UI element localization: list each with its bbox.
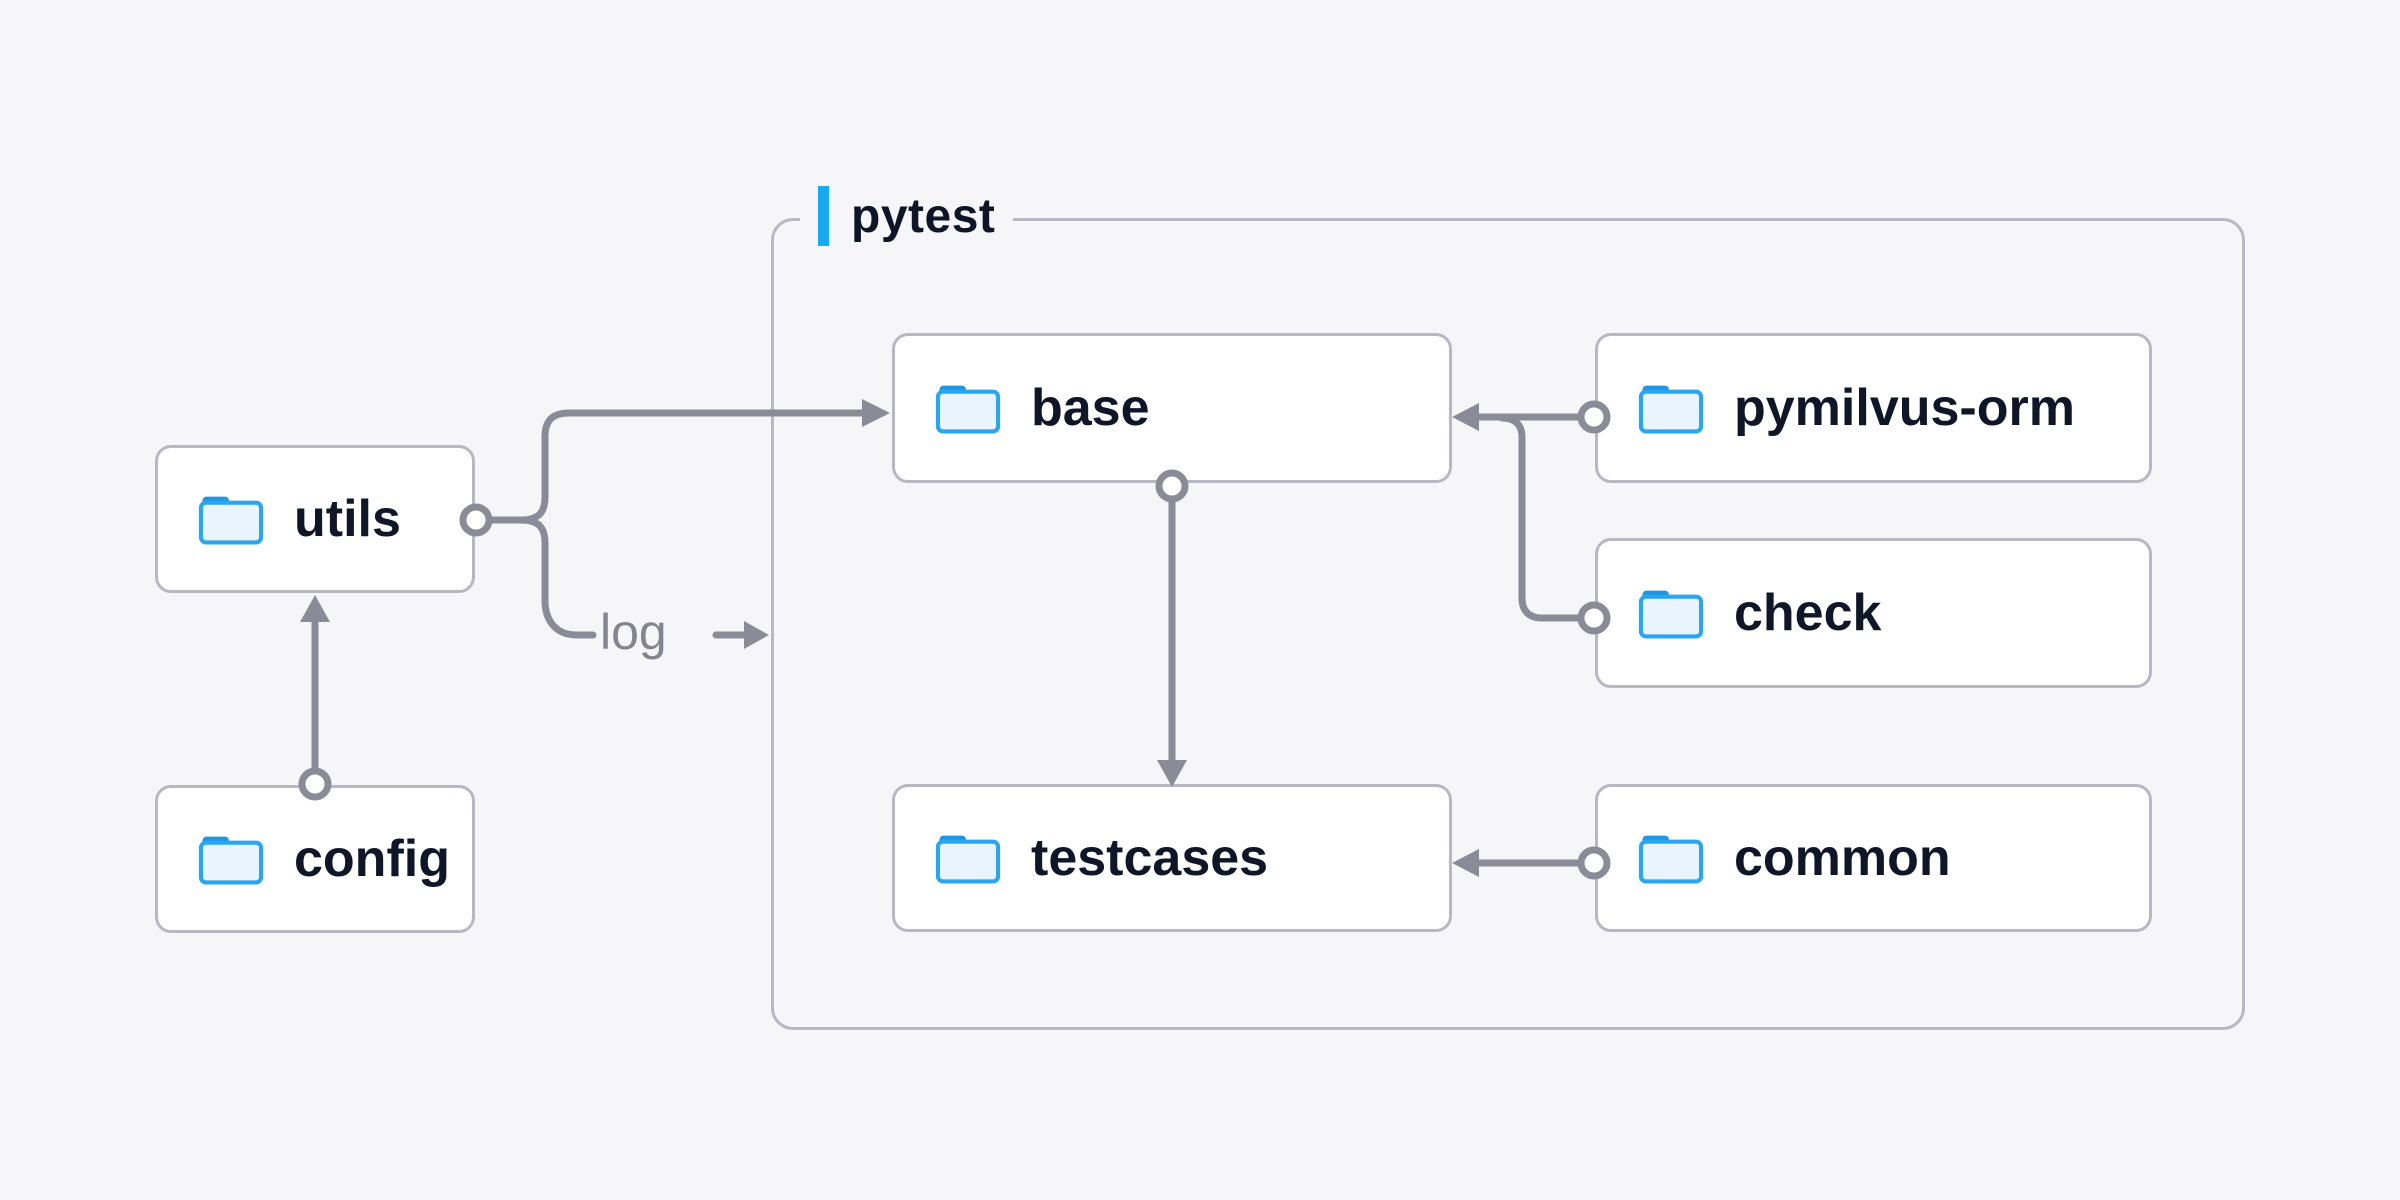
edge-config-utils (300, 595, 330, 773)
folder-icon (198, 496, 264, 544)
node-label: common (1734, 829, 1951, 887)
pytest-group-box (771, 218, 2245, 1030)
folder-icon (198, 836, 264, 884)
node-testcases: testcases (892, 784, 1452, 932)
pytest-group-title: pytest (851, 189, 996, 243)
node-label: pymilvus-orm (1734, 379, 2075, 437)
node-pymilvus-orm: pymilvus-orm (1595, 333, 2152, 483)
folder-icon (935, 835, 1001, 883)
node-label: base (1031, 379, 1150, 437)
node-label: testcases (1031, 829, 1269, 887)
folder-icon (935, 385, 1001, 433)
node-common: common (1595, 784, 2152, 932)
node-label: utils (294, 490, 401, 548)
folder-icon (1638, 835, 1704, 883)
node-label: check (1734, 584, 1882, 642)
folder-icon (1638, 590, 1704, 638)
log-edge-label: log (600, 604, 667, 660)
node-check: check (1595, 538, 2152, 688)
node-label: config (294, 830, 450, 888)
pytest-group-label: pytest (800, 184, 1014, 248)
node-config: config (155, 785, 475, 933)
node-utils: utils (155, 445, 475, 593)
accent-bar (818, 186, 829, 246)
folder-icon (1638, 385, 1704, 433)
node-base: base (892, 333, 1452, 483)
